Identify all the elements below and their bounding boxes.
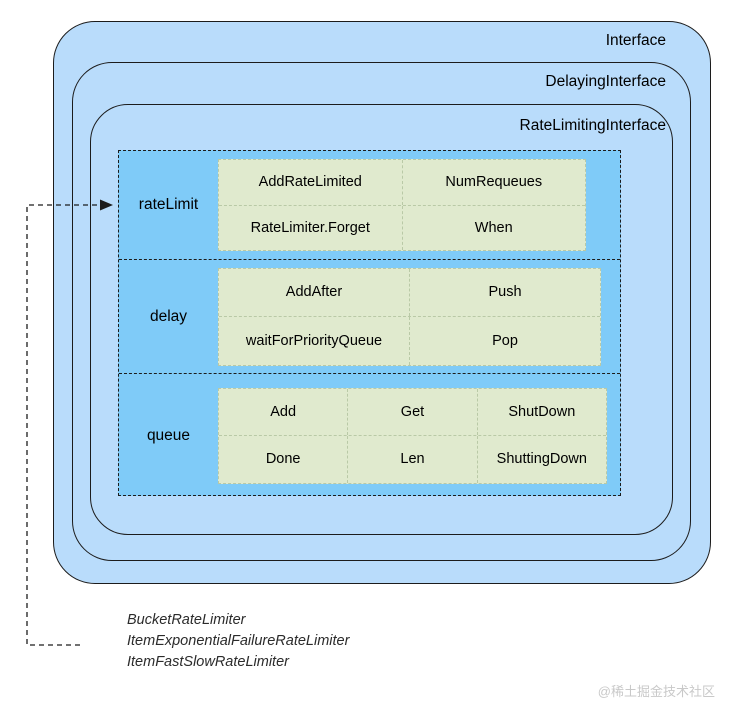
method-group-label-delay: delay	[149, 307, 188, 325]
method-cell: waitForPriorityQueue	[245, 332, 383, 349]
interface-label-delaying-interface: DelayingInterface	[545, 73, 666, 90]
methods-panel: rateLimit AddRateLimited NumRequeues Rat…	[118, 150, 621, 496]
method-cell: Done	[265, 451, 301, 468]
rate-limiter-item: BucketRateLimiter	[127, 612, 246, 628]
rate-limiter-list: BucketRateLimiter ItemExponentialFailure…	[127, 610, 349, 673]
method-table-row: AddAfter Push	[219, 268, 600, 316]
method-cell: Get	[347, 388, 476, 435]
rate-limiter-item: ItemFastSlowRateLimiter	[127, 654, 289, 670]
method-cell: When	[401, 205, 586, 250]
rate-limiter-item: ItemExponentialFailureRateLimiter	[127, 633, 350, 649]
method-cell: ShutDown	[476, 388, 606, 435]
method-table-row: Add Get ShutDown	[219, 388, 606, 435]
method-cell: Len	[347, 436, 476, 483]
method-table-row: Done Len ShuttingDown	[219, 435, 606, 483]
interface-label-interface: Interface	[605, 32, 666, 49]
method-table-row: waitForPriorityQueue Pop	[219, 316, 600, 365]
method-group-label-rate-limit: rateLimit	[138, 196, 199, 213]
method-cell: Pop	[409, 317, 600, 365]
method-table-row: AddRateLimited NumRequeues	[219, 160, 585, 205]
method-group-label-queue: queue	[146, 426, 191, 444]
method-cell: AddRateLimited	[258, 174, 362, 191]
method-table-rate-limit: AddRateLimited NumRequeues RateLimiter.F…	[218, 159, 586, 251]
watermark: @稀土掘金技术社区	[597, 684, 715, 699]
method-table-queue: Add Get ShutDown Done Len ShuttingDown	[218, 387, 607, 484]
method-group-delay: delay AddAfter Push waitForPriorityQueue…	[119, 259, 620, 373]
interface-label-rate-limiting-interface: RateLimitingInterface	[519, 117, 666, 134]
method-cell: AddAfter	[285, 284, 343, 301]
method-table-delay: AddAfter Push waitForPriorityQueue Pop	[218, 267, 601, 366]
method-cell: Push	[409, 268, 600, 316]
method-cell: RateLimiter.Forget	[250, 219, 370, 236]
method-cell: Add	[270, 403, 297, 420]
method-group-queue: queue Add Get ShutDown Done Len Shutting…	[119, 373, 620, 497]
method-cell: ShuttingDown	[476, 436, 606, 483]
method-table-row: RateLimiter.Forget When	[219, 204, 586, 250]
method-cell: NumRequeues	[401, 160, 586, 205]
method-group-rate-limit: rateLimit AddRateLimited NumRequeues Rat…	[119, 151, 620, 259]
